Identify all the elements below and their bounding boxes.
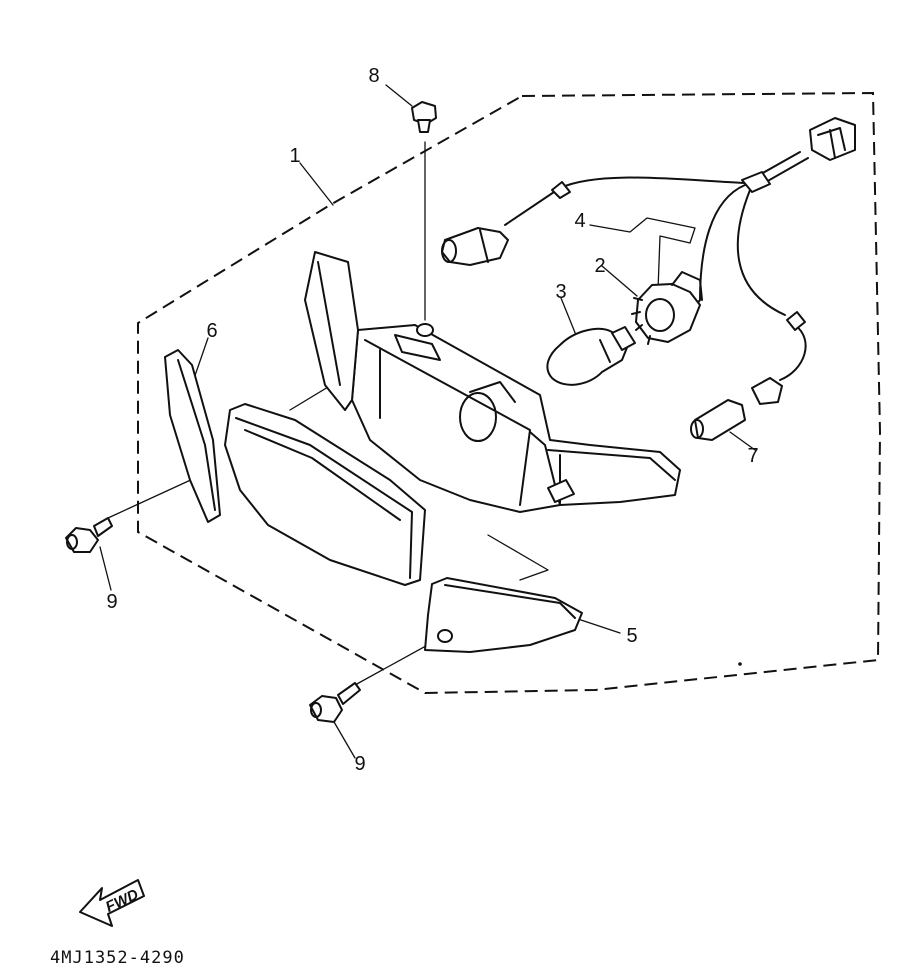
label-part-9-bottom: 9 [354,753,365,775]
lens-screw-hole [437,629,453,643]
ink-dot [738,662,742,666]
lamp-housing [304,251,681,513]
fwd-arrow: FWD [79,879,145,927]
wedge-bulb [690,377,783,441]
label-part-1: 1 [289,145,300,167]
lower-lens [424,577,583,653]
screw-bottom [309,682,361,723]
position-bulb-socket [441,227,509,266]
bulb-socket [631,271,703,345]
front-lens [224,403,426,586]
label-part-4: 4 [574,210,585,232]
wedge-bulb-socket [751,377,783,405]
label-part-7: 7 [747,445,758,467]
side-lens-left [164,349,221,523]
label-part-8: 8 [368,65,379,87]
wiring-harness [504,117,856,381]
top-screw [411,101,437,133]
stop-tail-bulb [546,326,636,386]
diagram-code: 4MJ1352-4290 [50,948,185,968]
label-part-9-left: 9 [106,591,117,613]
screw-left [65,517,113,553]
label-part-3: 3 [555,281,566,303]
label-part-6: 6 [206,320,217,342]
housing-bolt-hole [416,323,434,337]
label-part-2: 2 [594,255,605,277]
assembly-boundary [137,91,882,695]
label-part-5: 5 [626,625,637,647]
